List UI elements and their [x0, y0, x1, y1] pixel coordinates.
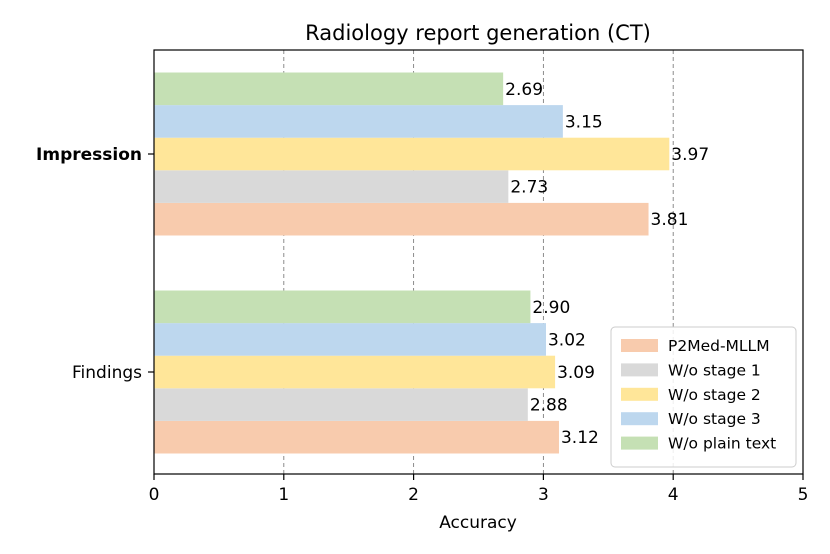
bar-value-label: 3.02: [548, 330, 586, 350]
bars: 3.81 2.73 3.97 3.15 2.69 3.12 2.88 3.09 3.02 2.90: [154, 72, 709, 454]
bar-value-label: 2.73: [510, 178, 548, 198]
bar-value-label: 3.09: [557, 363, 595, 383]
bar: [154, 355, 556, 389]
bar: [154, 105, 563, 138]
legend-label: W/o stage 1: [668, 361, 761, 379]
y-category-label: Findings: [72, 363, 142, 383]
chart-title: Radiology report generation (CT): [305, 21, 651, 45]
bar: [154, 72, 504, 106]
plot-frame: [153, 49, 804, 475]
bar-value-label: 2.90: [532, 298, 570, 318]
legend: P2Med-MLLM W/o stage 1 W/o stage 2 W/o stag…: [610, 326, 797, 468]
legend-swatch: [621, 387, 658, 401]
bar-value-label: 3.97: [671, 145, 709, 165]
bar: [154, 420, 559, 454]
x-tick-label: 3: [538, 485, 549, 505]
bar-value-label: 3.12: [561, 428, 599, 448]
x-tick-label: 0: [149, 485, 160, 505]
legend-label: W/o plain text: [668, 435, 776, 453]
legend-swatch: [621, 363, 658, 377]
legend-swatch: [621, 436, 658, 450]
bar: [154, 290, 531, 324]
bar-value-label: 2.88: [530, 396, 568, 416]
legend-box: [610, 326, 797, 468]
x-tick-label: 5: [798, 485, 809, 505]
bar: [154, 170, 509, 203]
y-category-label: Impression: [36, 145, 142, 165]
x-tick-label: 4: [668, 485, 679, 505]
legend-label: W/o stage 3: [668, 410, 761, 428]
bar: [154, 388, 528, 421]
legend-label: W/o stage 2: [668, 386, 761, 404]
bar-value-label: 3.15: [565, 112, 603, 132]
bar: [154, 137, 670, 171]
bar-value-label: 3.81: [651, 210, 689, 230]
bar: [154, 323, 546, 356]
legend-swatch: [621, 412, 658, 426]
x-axis-label: Accuracy: [439, 513, 517, 533]
bar: [154, 202, 649, 236]
x-tick-label: 1: [278, 485, 289, 505]
bar-value-label: 2.69: [505, 80, 543, 100]
legend-swatch: [621, 339, 658, 352]
legend-label: P2Med-MLLM: [668, 337, 770, 355]
x-tick-label: 2: [408, 485, 419, 505]
